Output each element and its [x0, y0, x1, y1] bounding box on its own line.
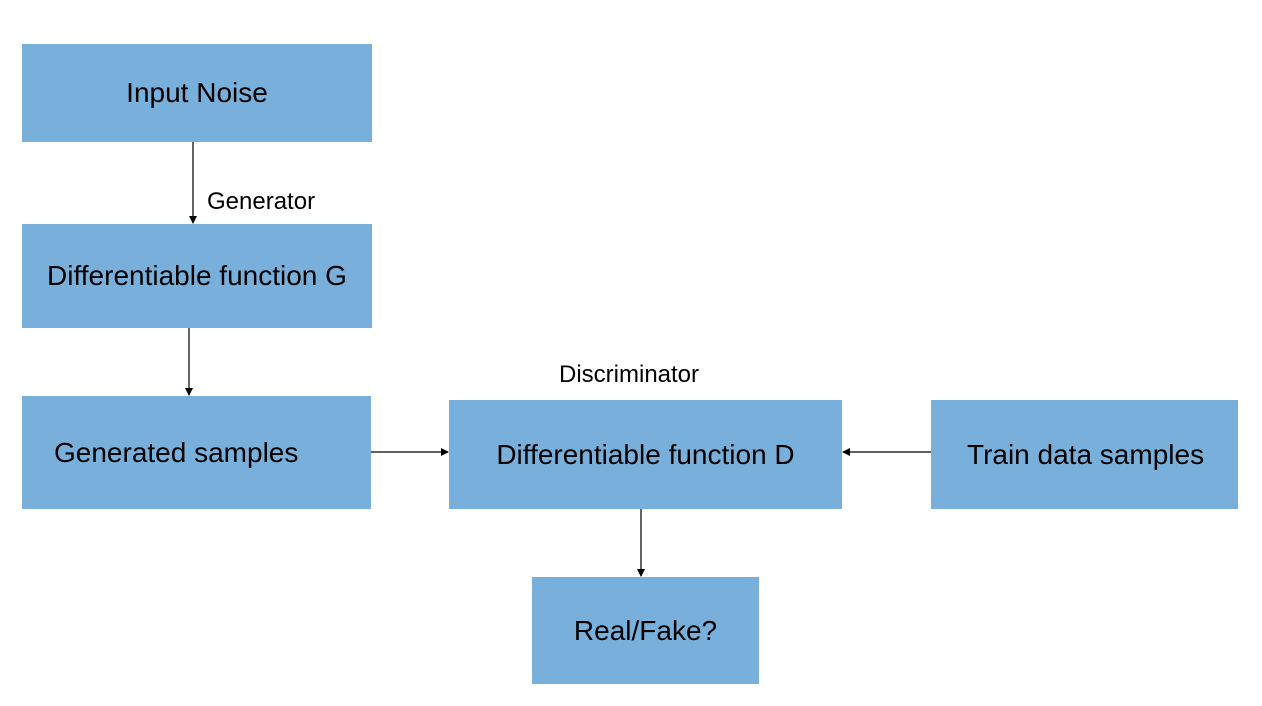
generator-function-text: Differentiable function G	[47, 260, 347, 291]
train-data-samples-node: Train data samples	[931, 400, 1238, 509]
generator-function-node: Differentiable function G	[22, 224, 372, 328]
generator-label: Generator	[207, 188, 316, 215]
discriminator-label: Discriminator	[559, 361, 700, 388]
input-noise-node: Input Noise	[22, 44, 372, 142]
input-noise-text: Input Noise	[126, 77, 268, 108]
generated-samples-text: Generated samples	[54, 436, 299, 468]
real-fake-output-text: Real/Fake?	[573, 614, 718, 646]
discriminator-function-node: Differentiable function D	[449, 400, 842, 509]
real-fake-output-node: Real/Fake?	[532, 577, 759, 684]
generated-samples-node: Generated samples	[22, 396, 371, 509]
discriminator-function-text: Differentiable function D	[496, 438, 795, 470]
train-data-samples-text: Train data samples	[967, 438, 1205, 470]
